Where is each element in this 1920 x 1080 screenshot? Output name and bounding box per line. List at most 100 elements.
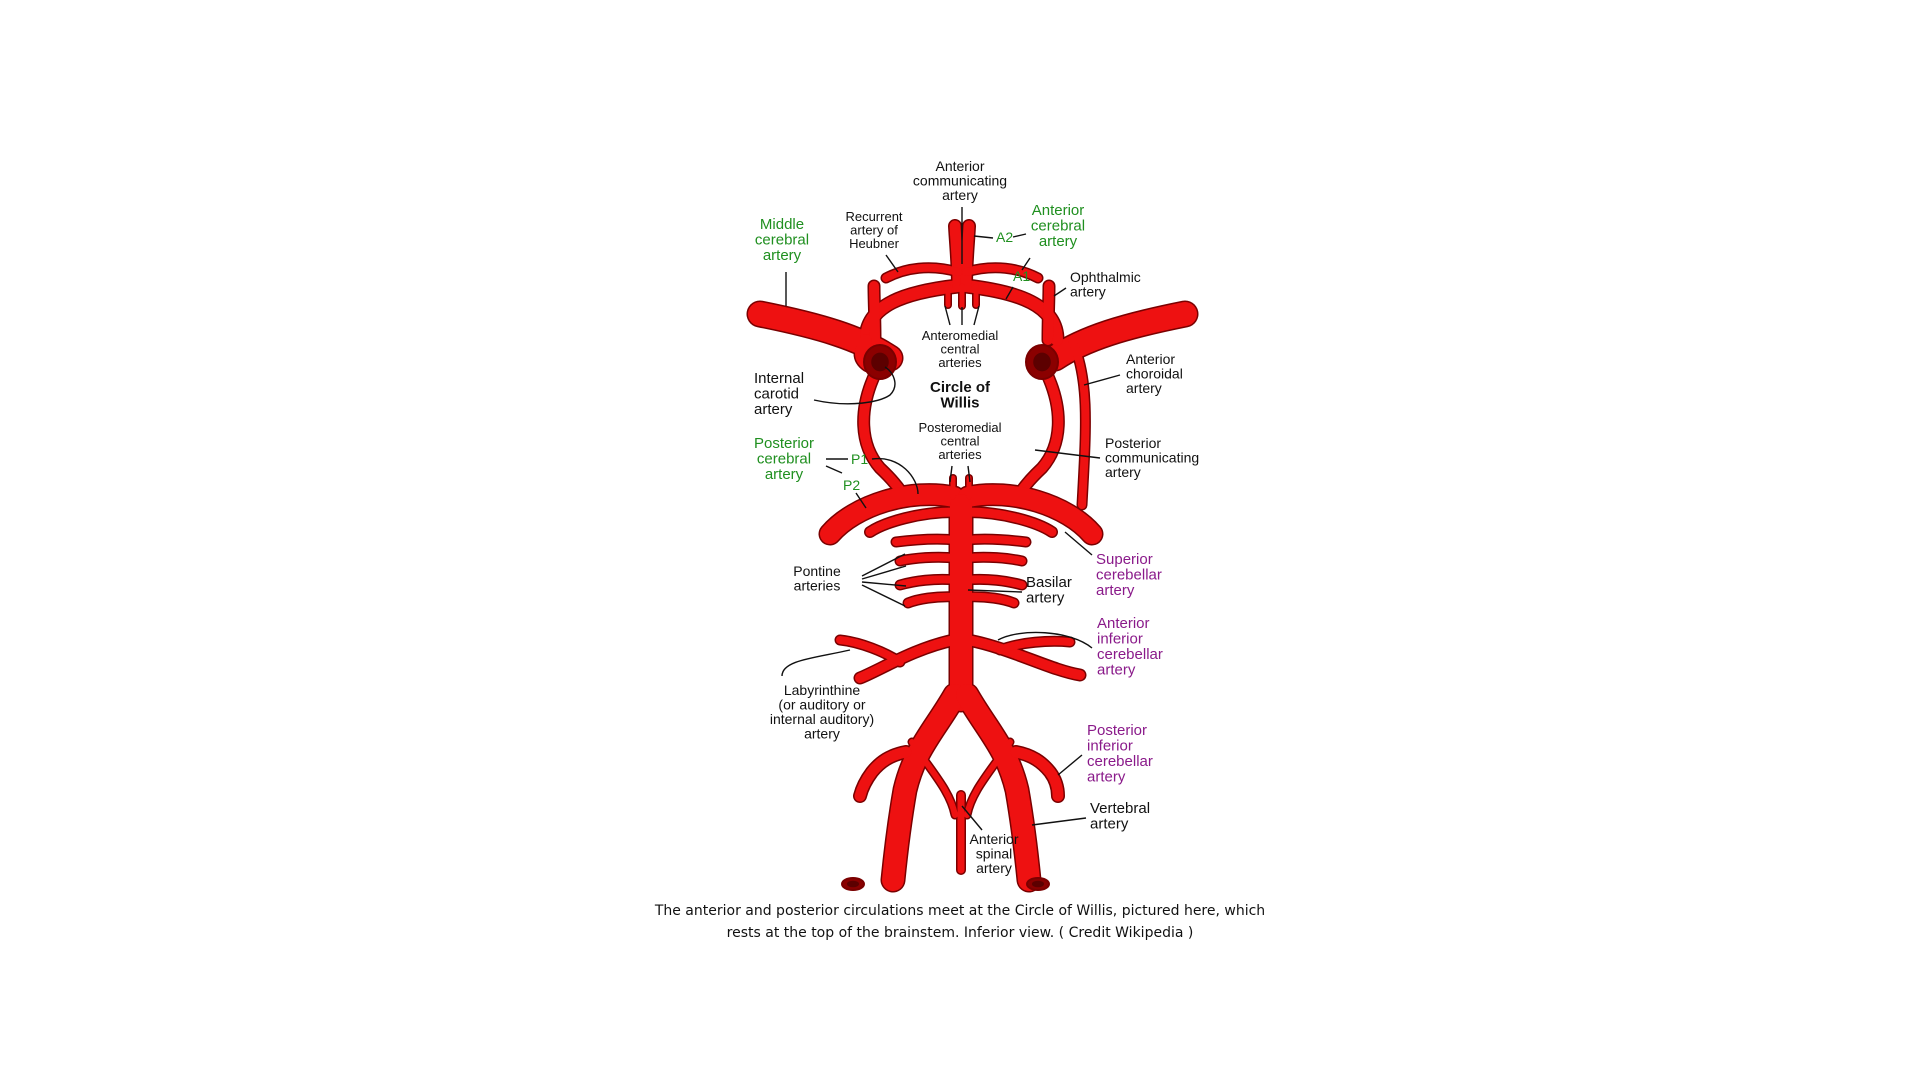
artery-network	[746, 219, 1199, 893]
label-anterior-spinal-artery-line: artery	[976, 860, 1012, 876]
heubner-left	[882, 263, 962, 282]
label-posteromedial-central-arteries-line: Posteromedial	[918, 420, 1001, 435]
label-middle-cerebral-artery-line: Middle	[760, 216, 804, 233]
label-anterior-communicating-artery-line: Anterior	[935, 158, 984, 174]
leader-anteromedial-3	[973, 305, 980, 326]
label-posteromedial-central-arteries-line: central	[940, 433, 979, 448]
leader-anterior-inferior-cerebellar	[997, 631, 1093, 649]
label-p2: P2	[843, 477, 860, 493]
leader-internal-carotid	[813, 366, 896, 405]
vertebral-end-left-lumen	[846, 880, 860, 888]
label-posterior-inferior-cerebellar-artery-line: artery	[1087, 768, 1126, 785]
label-posterior-communicating-artery-line: Posterior	[1105, 435, 1161, 451]
label-posteromedial-central-arteries-line: arteries	[938, 447, 982, 462]
anterior-choroidal-right	[1068, 336, 1090, 509]
label-anterior-communicating-artery-line: communicating	[913, 172, 1007, 188]
label-labyrinthine-artery-line: Labyrinthine	[784, 682, 860, 698]
leader-posteromedial-2	[967, 465, 971, 483]
leader-posterior-communicating	[1034, 449, 1101, 459]
label-superior-cerebellar-artery-line: cerebellar	[1096, 566, 1162, 583]
label-anteromedial-central-arteries-line: central	[940, 341, 979, 356]
label-pontine-arteries-line: arteries	[794, 577, 841, 593]
pca-right	[958, 484, 1102, 544]
leader-anterior-choroidal	[1083, 374, 1121, 386]
aica-right	[963, 635, 1085, 680]
label-posterior-communicating-artery-line: communicating	[1105, 449, 1199, 465]
label-anterior-inferior-cerebellar-artery-line: artery	[1097, 661, 1136, 678]
label-anterior-choroidal-artery-line: choroidal	[1126, 365, 1183, 381]
label-internal-carotid-artery-line: artery	[754, 401, 793, 418]
leader-lines	[781, 207, 1121, 831]
aica-left-branch	[836, 636, 904, 666]
label-basilar-artery-line: Basilar	[1026, 574, 1072, 591]
leader-anterior-spinal	[961, 805, 983, 831]
label-anteromedial-central-arteries-line: Anteromedial	[922, 328, 999, 343]
label-a2: A2	[996, 229, 1013, 245]
vertebral-left	[882, 684, 966, 891]
a1-right	[960, 280, 1063, 346]
label-superior-cerebellar-artery-line: artery	[1096, 582, 1135, 599]
label-basilar-artery-line: artery	[1026, 589, 1065, 606]
leader-anteromedial-1	[944, 305, 951, 326]
sca-left	[865, 507, 959, 537]
label-anterior-spinal-artery-line: Anterior	[969, 831, 1018, 847]
label-posterior-cerebral-artery-line: Posterior	[754, 435, 814, 452]
label-internal-carotid-artery-line: Internal	[754, 370, 804, 387]
ica-end-left-lumen	[871, 352, 889, 372]
label-vertebral-artery-line: Vertebral	[1090, 800, 1150, 817]
leader-a1-to-acerebral	[1021, 257, 1031, 271]
leader-pontine-2	[861, 565, 907, 580]
leader-posterior-cerebral-p2	[825, 465, 843, 474]
label-anterior-inferior-cerebellar-artery-line: cerebellar	[1097, 646, 1163, 663]
label-anterior-inferior-cerebellar-artery-line: Anterior	[1097, 615, 1150, 632]
leader-a1-down	[1005, 286, 1014, 300]
label-anterior-cerebral-artery-line: cerebral	[1031, 217, 1085, 234]
vertebral-right	[956, 684, 1040, 891]
label-labyrinthine-artery-line: internal auditory)	[770, 711, 874, 727]
leader-recurrent-heubner	[885, 254, 899, 273]
leader-ophthalmic	[1053, 287, 1067, 297]
leader-pontine-4	[861, 584, 906, 607]
label-labyrinthine-artery-line: (or auditory or	[778, 696, 865, 712]
ica-end-right-lumen	[1033, 352, 1051, 372]
leader-posterior-inferior-cerebellar	[1057, 754, 1083, 776]
label-labyrinthine-artery-line: artery	[804, 725, 840, 741]
label-recurrent-artery-of-heubner-line: artery of	[850, 222, 898, 237]
label-middle-cerebral-artery-line: cerebral	[755, 231, 809, 248]
pontine-l1	[892, 535, 960, 546]
caption-line-2: rests at the top of the brainstem. Infer…	[726, 925, 1194, 941]
label-anterior-cerebral-artery-line: Anterior	[1032, 202, 1085, 219]
ophthalmic-right	[1043, 281, 1054, 345]
label-internal-carotid-artery-line: carotid	[754, 385, 799, 402]
leader-posteromedial-1	[949, 465, 953, 483]
leader-a2-to-vessel	[973, 235, 994, 239]
label-p1: P1	[851, 451, 868, 467]
anterior-spinal-right	[964, 739, 1013, 818]
pica-right	[1010, 746, 1064, 802]
label-a1: A1	[1013, 268, 1030, 284]
aica-right-branch	[996, 637, 1074, 654]
leader-pontine-1	[861, 553, 906, 577]
label-anterior-choroidal-artery-line: Anterior	[1126, 351, 1175, 367]
label-superior-cerebellar-artery-line: Superior	[1096, 551, 1153, 568]
leader-pontine-3	[861, 581, 907, 587]
leader-p1-to-vessel	[871, 457, 919, 495]
heubner-right	[962, 263, 1042, 282]
label-pontine-arteries-line: Pontine	[793, 563, 841, 579]
pca-left	[820, 484, 964, 544]
